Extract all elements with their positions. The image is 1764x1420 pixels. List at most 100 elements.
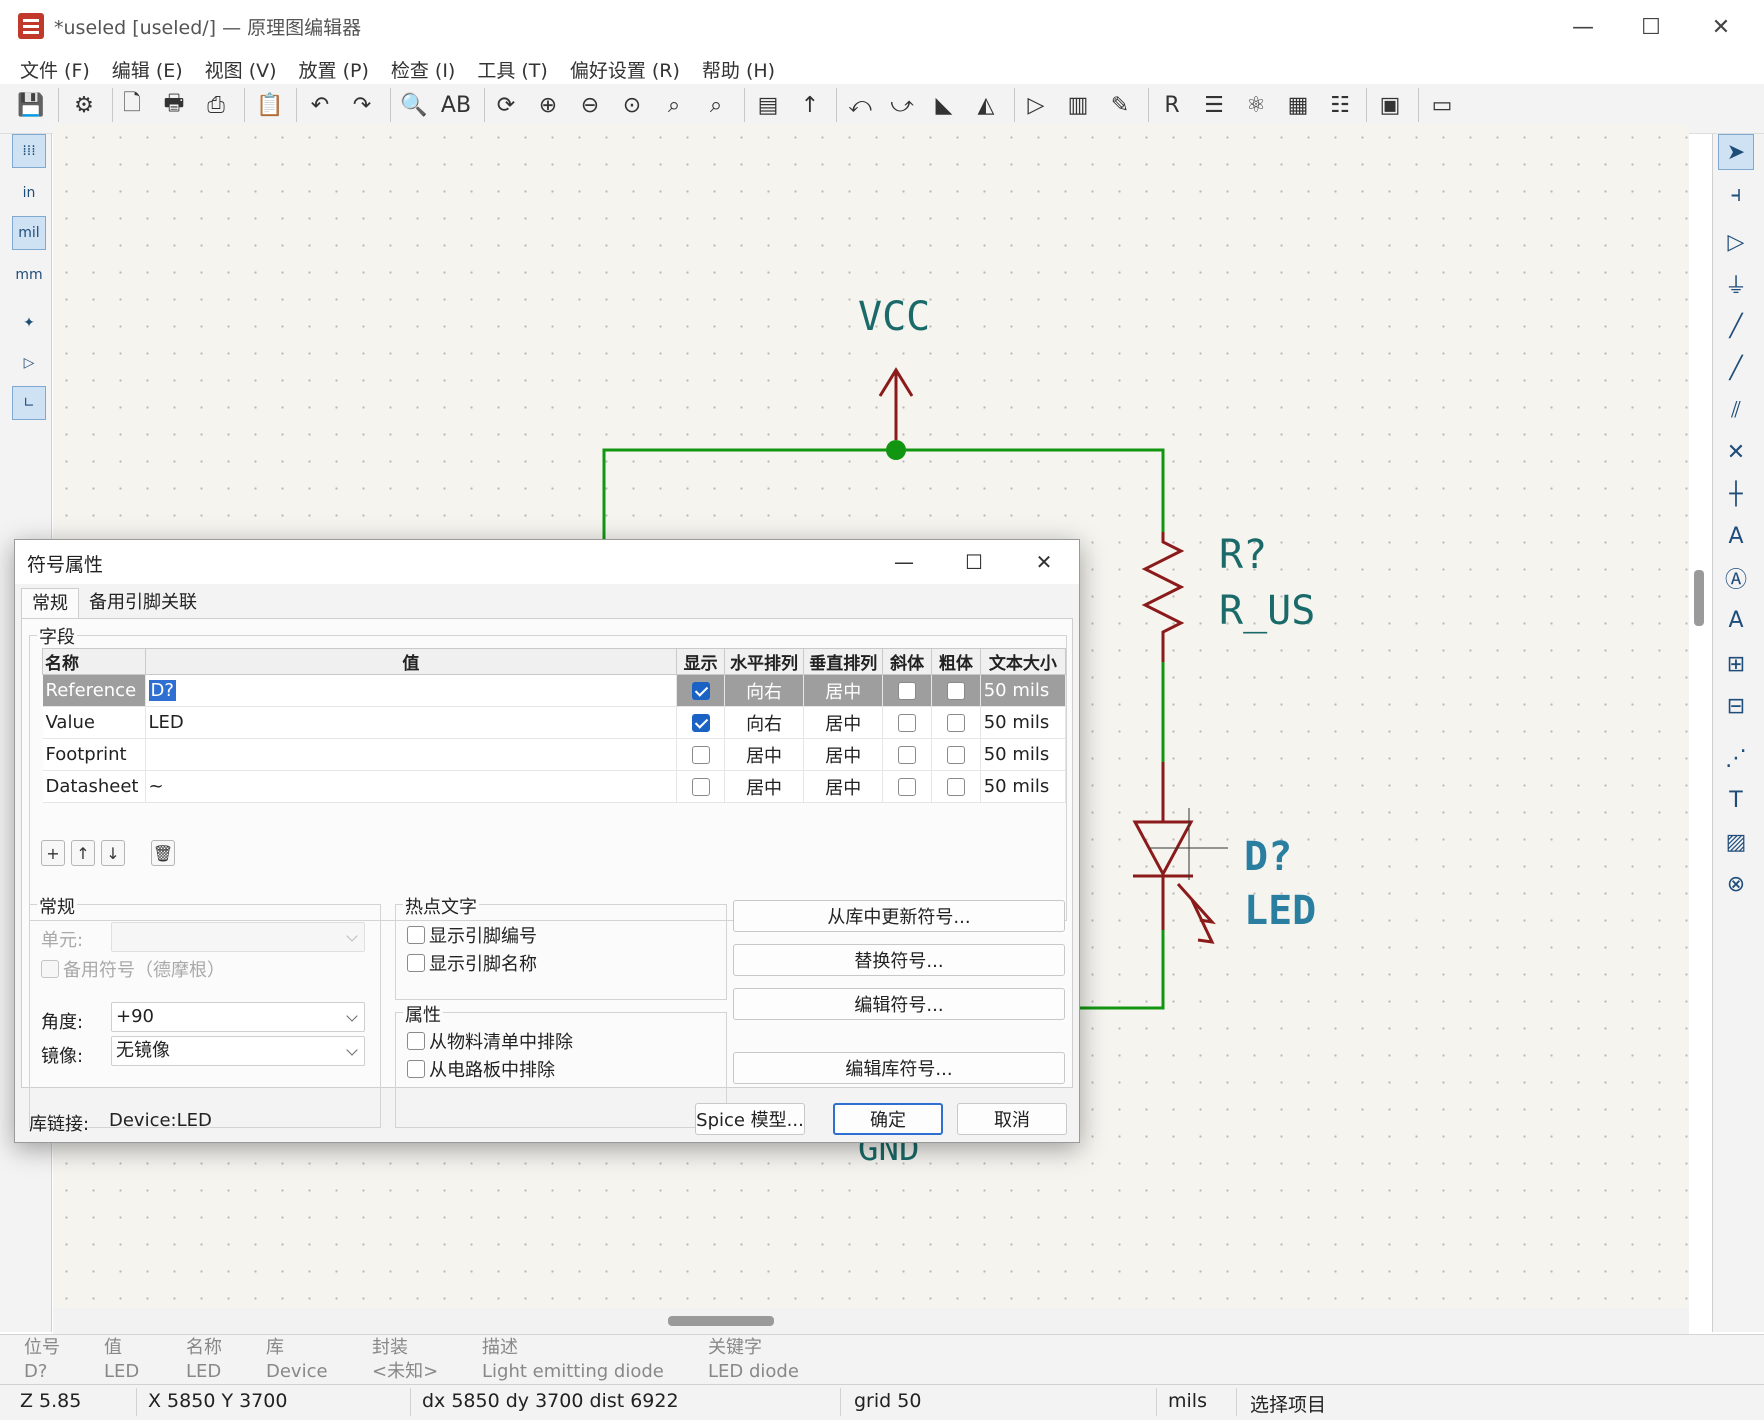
leave-sheet-icon[interactable]: ↑ <box>800 92 820 118</box>
col-header-value[interactable]: 值 <box>144 648 678 675</box>
mirror-select[interactable]: 无镜像 <box>111 1036 365 1066</box>
page-settings-icon[interactable]: 🗋 <box>123 91 141 116</box>
field-italic-cell[interactable] <box>882 674 932 707</box>
highlight-net-icon[interactable]: ⫞ <box>1730 181 1742 207</box>
units-mil-button[interactable]: mil <box>12 216 46 250</box>
field-show-checkbox[interactable] <box>691 746 710 764</box>
no-connect-icon[interactable]: ✕ <box>1726 439 1746 465</box>
field-text-size[interactable]: 50 mils <box>980 738 1067 771</box>
field-show-checkbox[interactable] <box>691 778 710 796</box>
undo-icon[interactable]: ↶ <box>310 92 330 118</box>
bus-entry-icon[interactable]: ⫽ <box>1731 397 1741 423</box>
alternate-symbol-checkbox[interactable]: 备用符号（德摩根） <box>41 956 225 982</box>
minimize-button[interactable]: — <box>1572 14 1594 40</box>
paste-icon[interactable]: 📋 <box>256 92 284 118</box>
field-bold-cell[interactable] <box>931 674 981 707</box>
edit-symbol-button[interactable]: 编辑符号... <box>733 988 1065 1020</box>
add-field-button[interactable]: + <box>41 840 65 866</box>
add-global-label-icon[interactable]: Ⓐ <box>1724 568 1747 593</box>
col-header-italic[interactable]: 斜体 <box>882 648 932 675</box>
checkbox-box[interactable] <box>41 960 59 978</box>
zoom-out-icon[interactable]: ⊖ <box>580 92 600 118</box>
menu-edit[interactable]: 编辑 (E) <box>111 60 183 82</box>
field-name[interactable]: Reference <box>42 674 146 707</box>
add-wire-icon[interactable]: ╱ <box>1729 313 1743 339</box>
menu-tools[interactable]: 工具 (T) <box>477 60 548 82</box>
maximize-button[interactable]: ☐ <box>1641 14 1661 40</box>
field-row-value[interactable]: Value LED 向右 居中 50 mils <box>42 706 1067 739</box>
field-value-cell[interactable]: D? <box>145 674 678 707</box>
field-bold-cell[interactable] <box>931 706 981 739</box>
field-h-align[interactable]: 向右 <box>724 706 805 739</box>
mirror-horizontal-icon[interactable]: ◭ <box>977 92 995 118</box>
menu-place[interactable]: 放置 (P) <box>298 60 369 82</box>
field-show-checkbox[interactable] <box>691 714 710 732</box>
field-show-cell[interactable] <box>676 706 725 739</box>
field-bold-checkbox[interactable] <box>946 746 965 764</box>
menu-preferences[interactable]: 偏好设置 (R) <box>569 60 680 82</box>
symbol-browser-icon[interactable]: ▥ <box>1067 92 1089 118</box>
field-show-cell[interactable] <box>676 674 725 707</box>
field-italic-checkbox[interactable] <box>898 714 917 732</box>
select-tool-icon[interactable]: ➤ <box>1718 134 1754 170</box>
update-from-library-button[interactable]: 从库中更新符号... <box>733 900 1065 932</box>
scripting-console-icon[interactable]: ▭ <box>1431 92 1453 118</box>
simulator-icon[interactable]: ⚛ <box>1246 92 1266 118</box>
col-header-name[interactable]: 名称 <box>42 648 146 675</box>
checkbox-box[interactable] <box>407 1032 425 1050</box>
zoom-fit-icon[interactable]: ⊙ <box>622 92 642 118</box>
field-italic-checkbox[interactable] <box>898 682 917 700</box>
delete-tool-icon[interactable]: ⊗ <box>1726 871 1746 897</box>
field-italic-cell[interactable] <box>882 738 932 771</box>
symbol-editor-icon[interactable]: ▷ <box>1027 92 1045 118</box>
close-button[interactable]: ✕ <box>1711 14 1731 40</box>
tab-alternate-pins[interactable]: 备用引脚关联 <box>89 592 197 613</box>
field-v-align[interactable]: 居中 <box>803 674 884 707</box>
hierarchy-icon[interactable]: ▤ <box>757 92 779 118</box>
tab-general[interactable]: 常规 <box>21 588 79 618</box>
pcb-editor-icon[interactable]: ▣ <box>1379 92 1401 118</box>
import-sheet-pin-icon[interactable]: ⊟ <box>1726 693 1746 719</box>
plot-icon[interactable]: ⎙ <box>207 92 225 118</box>
annotate-icon[interactable]: ✎ <box>1110 92 1130 118</box>
field-text-size[interactable]: 50 mils <box>980 706 1067 739</box>
field-row-datasheet[interactable]: Datasheet ~ 居中 居中 50 mils <box>42 770 1067 803</box>
add-graphic-line-icon[interactable]: ⋰ <box>1725 745 1747 771</box>
change-symbol-button[interactable]: 替换符号... <box>733 944 1065 976</box>
field-h-align[interactable]: 向右 <box>724 674 805 707</box>
print-icon[interactable]: 🖶 <box>163 91 185 116</box>
field-v-align[interactable]: 居中 <box>803 706 884 739</box>
redo-icon[interactable]: ↷ <box>352 92 372 118</box>
checkbox-box[interactable] <box>407 926 425 944</box>
add-image-icon[interactable]: ▨ <box>1725 829 1747 855</box>
field-h-align[interactable]: 居中 <box>724 738 805 771</box>
save-icon[interactable]: 💾 <box>17 92 45 118</box>
field-h-align[interactable]: 居中 <box>724 770 805 803</box>
field-text-size[interactable]: 50 mils <box>980 674 1067 707</box>
field-bold-cell[interactable] <box>931 738 981 771</box>
grid-toggle-icon[interactable]: ⁞⁞⁞ <box>12 134 46 168</box>
move-down-button[interactable]: ↓ <box>101 840 125 866</box>
checkbox-box[interactable] <box>407 1060 425 1078</box>
show-pin-numbers-checkbox[interactable]: 显示引脚编号 <box>407 922 537 948</box>
spice-model-button[interactable]: Spice 模型... <box>695 1103 805 1135</box>
field-show-checkbox[interactable] <box>691 682 710 700</box>
field-bold-checkbox[interactable] <box>946 714 965 732</box>
checkbox-box[interactable] <box>407 954 425 972</box>
menu-help[interactable]: 帮助 (H) <box>701 60 776 82</box>
hidden-pins-icon[interactable]: ▷ <box>23 355 35 371</box>
edit-library-symbol-button[interactable]: 编辑库符号... <box>733 1052 1065 1084</box>
field-show-cell[interactable] <box>676 738 725 771</box>
field-text-size[interactable]: 50 mils <box>980 770 1067 803</box>
units-mm-button[interactable]: mm <box>15 267 43 283</box>
zoom-in-icon[interactable]: ⊕ <box>538 92 558 118</box>
find-icon[interactable]: 🔍 <box>400 92 428 118</box>
field-bold-cell[interactable] <box>931 770 981 803</box>
units-inch-button[interactable]: in <box>22 185 36 201</box>
menu-inspect[interactable]: 检查 (I) <box>390 60 456 82</box>
exclude-bom-checkbox[interactable]: 从物料清单中排除 <box>407 1028 573 1054</box>
field-bold-checkbox[interactable] <box>946 778 965 796</box>
field-italic-cell[interactable] <box>882 770 932 803</box>
menu-view[interactable]: 视图 (V) <box>204 60 277 82</box>
dialog-minimize-button[interactable]: — <box>894 550 914 574</box>
